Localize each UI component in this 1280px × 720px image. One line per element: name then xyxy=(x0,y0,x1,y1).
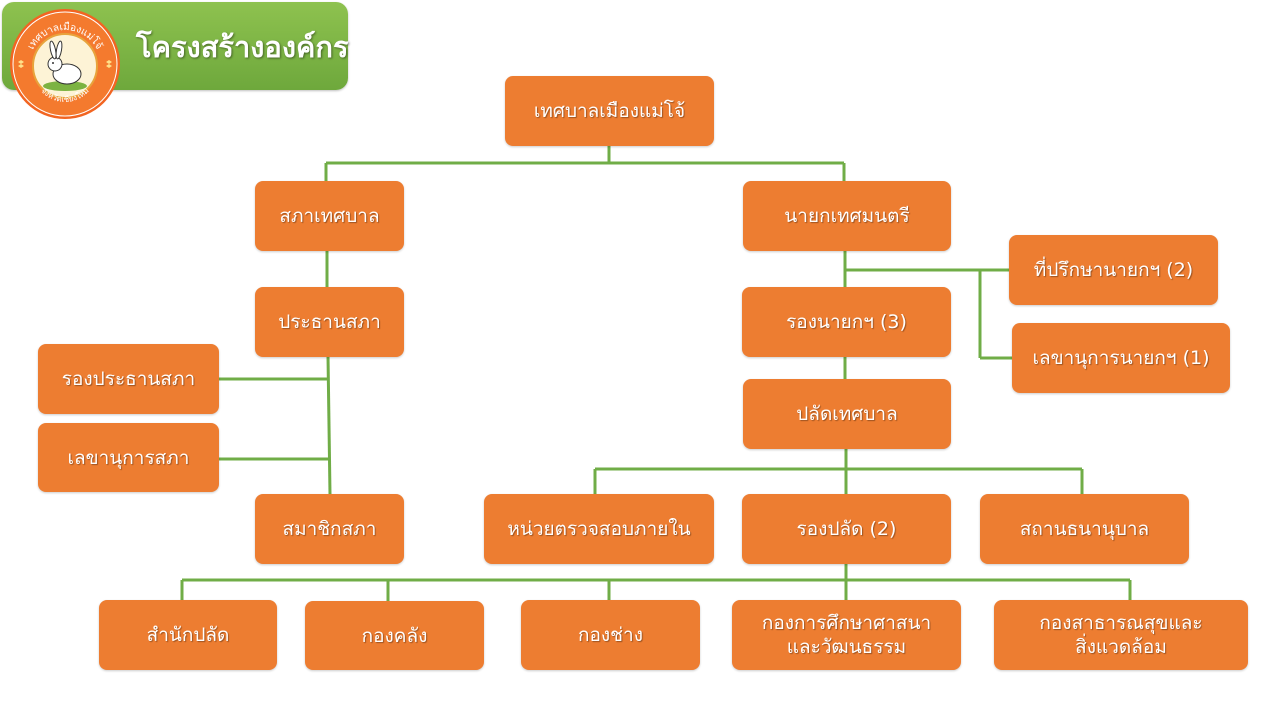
node-clerk-office: สำนักปลัด xyxy=(99,600,277,670)
node-education-label-line2: และวัฒนธรรม xyxy=(786,636,907,658)
node-council-members-label: สมาชิกสภา xyxy=(282,518,377,540)
node-mayor: นายกเทศมนตรี xyxy=(743,181,951,251)
node-pawnshop: สถานธนานุบาล xyxy=(980,494,1189,564)
node-advisor: ที่ปรึกษานายกฯ (2) xyxy=(1009,235,1218,305)
node-engineering-label: กองช่าง xyxy=(577,624,644,646)
node-municipality: เทศบาลเมืองแม่โจ้ xyxy=(505,76,714,146)
node-mayor-secretary: เลขานุการนายกฯ (1) xyxy=(1012,323,1230,393)
rabbit-icon xyxy=(43,40,87,91)
node-deputy-permanent-secretary: รองปลัด (2) xyxy=(742,494,951,564)
node-engineering: กองช่าง xyxy=(521,600,700,670)
node-health: กองสาธารณสุขและ สิ่งแวดล้อม xyxy=(994,600,1248,670)
node-education-label-line1: กองการศึกษาศาสนา xyxy=(761,612,932,634)
node-council-president-label: ประธานสภา xyxy=(278,311,381,333)
node-deputy-mayor-label: รองนายกฯ (3) xyxy=(786,311,907,333)
node-council-secretary-label: เลขานุการสภา xyxy=(67,446,190,469)
node-deputy-permanent-secretary-label: รองปลัด (2) xyxy=(796,518,897,540)
node-pawnshop-label: สถานธนานุบาล xyxy=(1019,518,1150,540)
node-municipality-label: เทศบาลเมืองแม่โจ้ xyxy=(533,100,686,122)
node-internal-audit: หน่วยตรวจสอบภายใน xyxy=(484,494,714,564)
node-vice-council-president: รองประธานสภา xyxy=(38,344,219,414)
node-clerk-office-label: สำนักปลัด xyxy=(146,624,230,646)
node-permanent-secretary: ปลัดเทศบาล xyxy=(743,379,951,449)
node-internal-audit-label: หน่วยตรวจสอบภายใน xyxy=(507,518,691,540)
node-finance: กองคลัง xyxy=(305,601,484,670)
node-council-secretary: เลขานุการสภา xyxy=(38,423,219,492)
node-council-president: ประธานสภา xyxy=(255,287,404,357)
node-health-label-line1: กองสาธารณสุขและ xyxy=(1039,612,1203,634)
node-mayor-label: นายกเทศมนตรี xyxy=(784,205,910,227)
municipality-logo: เทศบาลเมืองแม่โจ้ จังหวัดเชียงใหม่ xyxy=(10,9,120,119)
star-icon xyxy=(18,60,112,68)
node-finance-label: กองคลัง xyxy=(361,624,428,647)
node-mayor-secretary-label: เลขานุการนายกฯ (1) xyxy=(1032,347,1210,369)
node-education: กองการศึกษาศาสนา และวัฒนธรรม xyxy=(732,600,961,670)
node-deputy-mayor: รองนายกฯ (3) xyxy=(742,287,951,357)
node-council-members: สมาชิกสภา xyxy=(255,494,404,564)
node-vice-council-president-label: รองประธานสภา xyxy=(61,368,196,390)
node-advisor-label: ที่ปรึกษานายกฯ (2) xyxy=(1033,259,1194,281)
node-council: สภาเทศบาล xyxy=(255,181,404,251)
page-title: โครงสร้างองค์กร xyxy=(136,30,349,64)
node-council-label: สภาเทศบาล xyxy=(279,205,380,227)
node-permanent-secretary-label: ปลัดเทศบาล xyxy=(796,403,898,425)
node-health-label-line2: สิ่งแวดล้อม xyxy=(1075,636,1167,658)
